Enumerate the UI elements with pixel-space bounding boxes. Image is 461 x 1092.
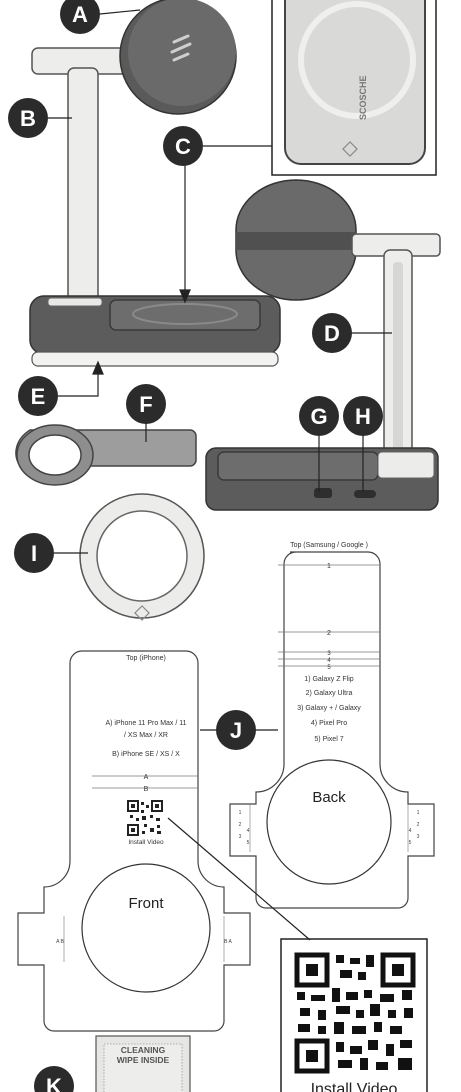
callout-h: H [355,404,371,429]
qr-code-small [127,800,163,836]
phone-illustration: SCOSCHE [271,0,437,176]
callout-g: G [310,404,327,429]
qr-enlarged-caption: Install Video [311,1081,398,1092]
back-line-label-2: 2 [327,630,331,637]
stand-front-illustration [29,0,281,367]
ring-mount-illustration [15,424,197,486]
callout-f: F [139,392,152,417]
front-top-label: Top (iPhone) [126,655,166,662]
back-tab-left-3: 3 [239,834,242,840]
stand-side-illustration [205,179,441,511]
back-device-5: 5) Pixel 7 [314,736,343,743]
back-line-label-3: 3 [327,651,331,657]
wipe-text-line1: CLEANING [121,1045,166,1055]
template-back [229,551,435,909]
back-line-label-5: 5 [327,665,331,671]
callout-a: A [72,2,88,27]
callout-e: E [31,384,46,409]
back-device-3: 3) Galaxy + / Galaxy [297,705,361,712]
back-device-1: 1) Galaxy Z Flip [304,676,354,683]
callout-d: D [324,321,340,346]
back-tab-right-3: 3 [417,834,420,840]
back-tab-right-4: 4 [409,828,412,834]
back-tab-left-1: 1 [239,810,242,816]
back-device-4: 4) Pixel Pro [311,720,347,727]
front-tab-left: A B [56,939,64,945]
cleaning-wipe-packet [95,1035,191,1092]
callout-b: B [20,106,36,131]
phone-brand-text: SCOSCHE [358,75,368,120]
front-device-b: B) iPhone SE / XS / X [112,751,180,758]
back-tab-left-2: 2 [239,822,242,828]
callout-c: C [175,134,191,159]
back-line-label-4: 4 [327,658,331,664]
template-front [17,650,251,1032]
front-tab-right: B A [224,939,232,945]
qr-code-enlarged [280,938,428,1092]
front-side-label: Front [128,895,164,912]
back-tab-left-5: 5 [247,840,250,846]
back-line-label-1: 1 [327,563,331,570]
back-side-label: Back [312,789,346,806]
wipe-text-line2: WIPE INSIDE [117,1055,170,1065]
callout-badges [8,0,383,1092]
back-tab-right-5: 5 [409,840,412,846]
callout-k: K [46,1074,62,1092]
back-tab-left-4: 4 [247,828,250,834]
back-tab-right-2: 2 [417,822,420,828]
callout-j: J [230,718,242,743]
back-device-2: 2) Galaxy Ultra [306,690,353,697]
back-tab-right-1: 1 [417,810,420,816]
front-device-a-line2: / XS Max / XR [124,732,168,739]
front-line-label-b: B [144,786,149,793]
front-qr-caption: Install Video [128,839,164,846]
callout-i: I [31,541,37,566]
front-device-a-line1: A) iPhone 11 Pro Max / 11 [105,720,186,727]
magnetic-ring-illustration [79,493,205,621]
back-top-label: Top (Samsung / Google ) [290,542,368,549]
front-line-label-a: A [144,774,149,781]
